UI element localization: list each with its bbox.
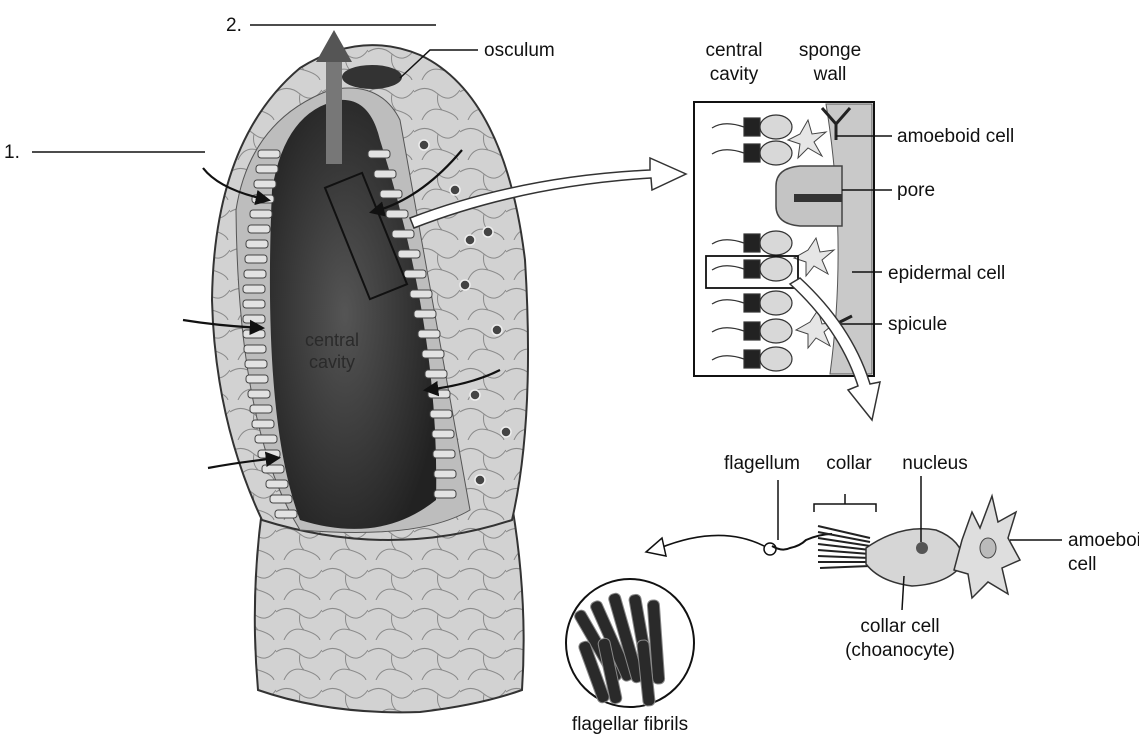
collar-cell-label-line2: (choanocyte) — [845, 640, 955, 661]
osculum-opening — [342, 65, 402, 89]
amoeboid-cell-label: amoeboid cell — [897, 126, 1014, 147]
osculum-label: osculum — [484, 40, 555, 61]
collar-cell-label-line1: collar cell — [860, 616, 939, 637]
collar-label: collar — [826, 453, 872, 474]
arrow-to-fibrils — [660, 535, 764, 548]
collar-cell-detail — [764, 496, 1020, 598]
nucleus-shape — [916, 542, 928, 554]
flagellum-label: flagellum — [724, 453, 800, 474]
central-cavity-label-line1: central — [305, 330, 359, 350]
amoeboid-detail-label-line1: amoeboid — [1068, 530, 1139, 551]
section-header-cavity: cavity — [710, 64, 759, 85]
central-cavity-label-line2: cavity — [309, 352, 355, 372]
epidermal-cell-label: epidermal cell — [888, 263, 1005, 284]
blank-2-number: 2. — [226, 15, 242, 36]
nucleus-label: nucleus — [902, 453, 968, 474]
section-header-central: central — [705, 40, 762, 61]
section-header-sponge: sponge — [799, 40, 861, 61]
flagellar-fibrils-inset — [566, 579, 694, 707]
flagellar-fibrils-label: flagellar fibrils — [572, 714, 688, 735]
section-header-wall: wall — [813, 64, 847, 85]
blank-1-number: 1. — [4, 142, 20, 163]
spicule-label: spicule — [888, 314, 947, 335]
pore-label: pore — [897, 180, 935, 201]
amoeboid-detail-label-line2: cell — [1068, 554, 1097, 575]
